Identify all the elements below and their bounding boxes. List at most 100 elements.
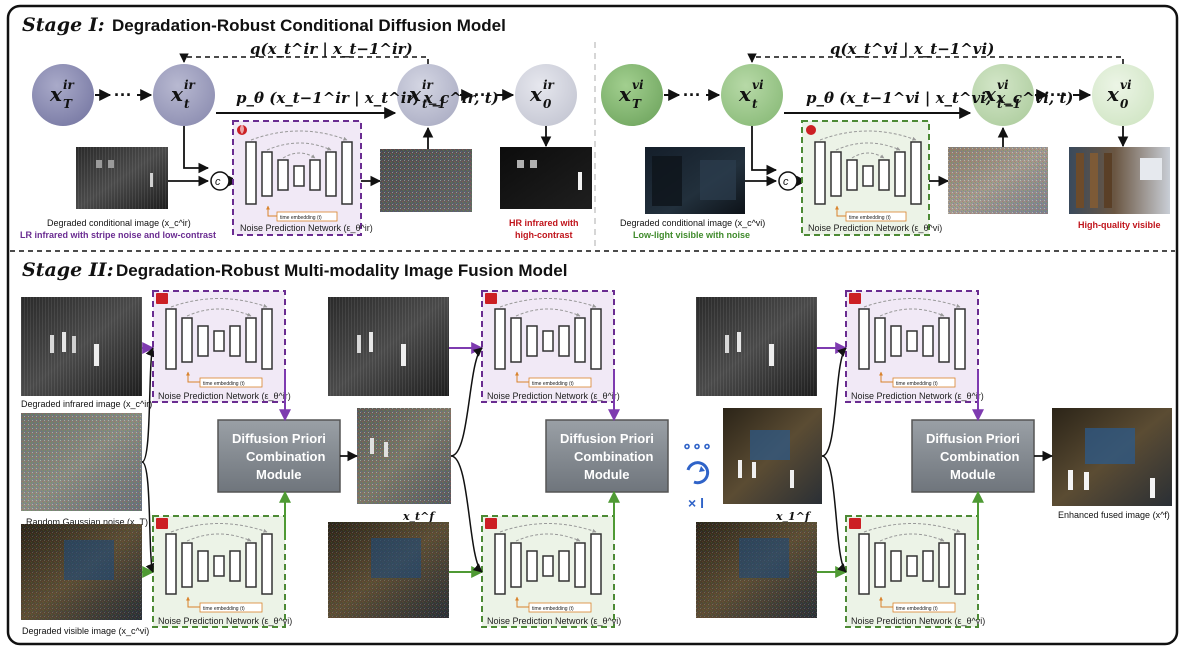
svg-text:time embedding (t): time embedding (t) [203, 381, 245, 387]
ir-node-xt-1: x ir t−1 [397, 64, 459, 126]
s2-ir-image-3 [696, 297, 817, 396]
svg-text:t−1: t−1 [422, 97, 446, 111]
ir-intermediate-image [380, 149, 472, 212]
svg-text:Noise Prediction Network (ε_θ^: Noise Prediction Network (ε_θ^vi) [487, 616, 621, 626]
s2-x1-image [723, 408, 822, 504]
svg-text:time embedding (t): time embedding (t) [280, 215, 322, 221]
svg-text:Noise Prediction Network (ε_θ^: Noise Prediction Network (ε_θ^vi) [851, 616, 985, 626]
svg-text:Module: Module [256, 467, 302, 482]
lock-icon [156, 518, 168, 529]
ir-ellipsis-left: ··· [114, 85, 132, 105]
s2-xt-label: x_t^f [402, 510, 436, 524]
vi-ellipsis-left: ··· [683, 85, 701, 105]
lock-icon [485, 293, 497, 304]
s2-degraded-vi-image [21, 524, 142, 620]
svg-text:vi: vi [997, 78, 1009, 92]
svg-text:x: x [1106, 82, 1120, 106]
ir-output-caption-1: HR infrared with [509, 218, 579, 228]
s2-degraded-ir-image [21, 297, 142, 396]
stage2-networks: time embedding (t) Noise Prediction Netw… [152, 290, 985, 628]
ir-degradation-caption: LR infrared with stripe noise and low-co… [20, 230, 216, 240]
s2-ir-caption: Degraded infrared image (x_c^ir) [21, 399, 152, 409]
vi-node-xt: x vi t [721, 64, 783, 126]
svg-text:x: x [529, 82, 543, 106]
svg-text:Diffusion Priori: Diffusion Priori [926, 431, 1020, 446]
svg-text:ir: ir [184, 78, 197, 92]
svg-text:Combination: Combination [246, 449, 325, 464]
svg-text:ir: ir [63, 78, 76, 92]
s2-repeat-label: × l [688, 495, 704, 511]
s2-ir-image-2 [328, 297, 449, 396]
ir-forward-formula: q(x_t^ir | x_t−1^ir) [250, 40, 413, 58]
svg-text:0: 0 [543, 97, 552, 111]
svg-text:Noise Prediction Network (ε_θ^: Noise Prediction Network (ε_θ^vi) [808, 223, 942, 233]
vi-condition-caption: Degraded conditional image (x_c^vi) [620, 218, 765, 228]
svg-text:Diffusion Priori: Diffusion Priori [560, 431, 654, 446]
svg-text:T: T [63, 97, 73, 111]
svg-text:t: t [752, 97, 758, 111]
s2-ir-net-3: time embedding (t) Noise Prediction Netw… [845, 290, 984, 403]
svg-text:time embedding (t): time embedding (t) [532, 381, 574, 387]
svg-text:x: x [738, 82, 752, 106]
s2-xt-image [357, 408, 451, 504]
vi-ellipsis-right: ··· [1050, 85, 1068, 105]
dpcm-module-2: Diffusion Priori Combination Module [545, 419, 669, 493]
svg-text:vi: vi [1120, 78, 1132, 92]
s2-vi-net-1: time embedding (t) Noise Prediction Netw… [152, 515, 292, 628]
flame-icon [806, 125, 816, 135]
lock-icon [156, 293, 168, 304]
svg-text:Combination: Combination [574, 449, 653, 464]
svg-text:ir: ir [543, 78, 556, 92]
stage1-tag: Stage I: [22, 14, 105, 36]
ir-noise-net-stage1: time embedding (t) Noise Prediction Netw… [232, 120, 373, 236]
stage2-inputs: Degraded infrared image (x_c^ir) Random … [21, 297, 152, 636]
vi-noise-net-stage1: time embedding (t) Noise Prediction Netw… [801, 120, 942, 236]
svg-text:Combination: Combination [940, 449, 1019, 464]
s2-vi-image-3 [696, 522, 817, 618]
svg-text:c: c [215, 176, 221, 188]
s2-x1-label: x_1^f [775, 510, 812, 524]
svg-text:time embedding (t): time embedding (t) [203, 606, 245, 612]
svg-text:time embedding (t): time embedding (t) [849, 215, 891, 221]
svg-text:Module: Module [950, 467, 996, 482]
ir-node-xt: x ir t [153, 64, 215, 126]
ir-condition-image [76, 147, 168, 209]
svg-text:Noise Prediction Network (ε_θ^: Noise Prediction Network (ε_θ^ir) [158, 391, 291, 401]
svg-text:x: x [49, 82, 63, 106]
dpcm-module-3: Diffusion Priori Combination Module [911, 419, 1035, 493]
stage1-ir-branch: x ir T ··· x ir t x ir t−1 ··· x ir 0 [20, 40, 592, 240]
svg-text:Diffusion Priori: Diffusion Priori [232, 431, 326, 446]
stage2-arrows [141, 342, 1054, 578]
svg-text:Noise Prediction Network (ε_θ^: Noise Prediction Network (ε_θ^vi) [158, 616, 292, 626]
s2-gaussian-noise-image [21, 413, 142, 511]
svg-text:Noise Prediction Network (ε_θ^: Noise Prediction Network (ε_θ^ir) [487, 391, 620, 401]
svg-text:vi: vi [632, 78, 644, 92]
s2-noise-caption: Random Gaussian noise (x_T) [26, 517, 148, 527]
s2-ir-net-2: time embedding (t) Noise Prediction Netw… [481, 290, 620, 403]
vi-node-xT: x vi T [601, 64, 663, 126]
vi-intermediate-image [948, 147, 1048, 214]
svg-text:Noise Prediction Network (ε_θ^: Noise Prediction Network (ε_θ^ir) [851, 391, 984, 401]
svg-text:vi: vi [752, 78, 764, 92]
vi-degradation-caption: Low-light visible with noise [633, 230, 750, 240]
stage1-title: Degradation-Robust Conditional Diffusion… [112, 16, 506, 35]
svg-text:t−1: t−1 [997, 97, 1021, 111]
vi-forward-formula: q(x_t^vi | x_t−1^vi) [830, 40, 994, 58]
vi-node-x0: x vi 0 [1092, 64, 1154, 126]
ir-condition-caption: Degraded conditional image (x_c^ir) [47, 218, 191, 228]
repeat-icon [686, 461, 710, 485]
vi-output-image [1069, 147, 1170, 214]
svg-text:x: x [408, 82, 422, 106]
s2-ir-net-1: time embedding (t) Noise Prediction Netw… [152, 290, 291, 403]
s2-vi-net-2: time embedding (t) Noise Prediction Netw… [481, 515, 621, 628]
ir-output-caption-2: high-contrast [515, 230, 573, 240]
ir-node-x0: x ir 0 [515, 64, 577, 126]
lock-icon [849, 293, 861, 304]
svg-text:x: x [983, 82, 997, 106]
ir-node-xT: x ir T [32, 64, 94, 126]
svg-text:0: 0 [1120, 97, 1129, 111]
vi-reverse-formula: p_θ (x_t−1^vi | x_t^vi, x_c^vi, t) [806, 89, 1073, 107]
svg-text:x: x [170, 82, 184, 106]
ir-reverse-formula: p_θ (x_t−1^ir | x_t^ir, x_c^ir, t) [236, 89, 499, 107]
vi-condition-image [645, 147, 745, 214]
